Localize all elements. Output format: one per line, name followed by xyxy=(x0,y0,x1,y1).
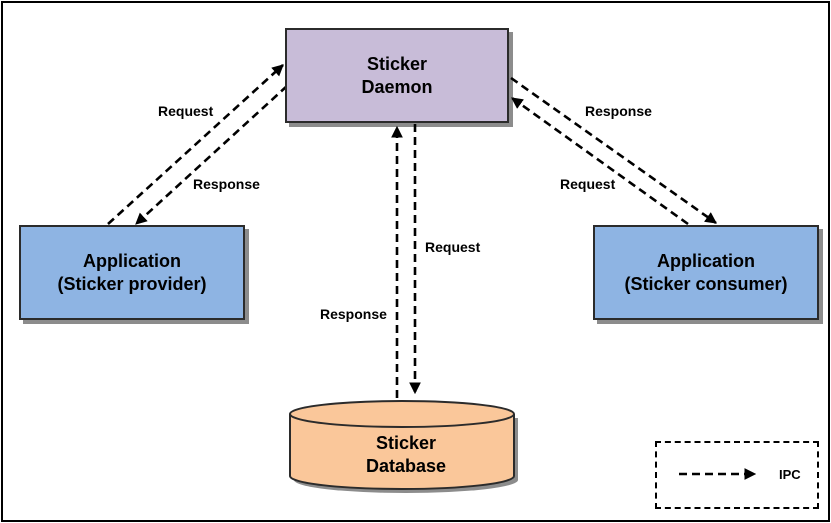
consumer-title-line2: (Sticker consumer) xyxy=(624,273,788,294)
database-title-line2: Database xyxy=(365,456,447,476)
consumer-request-label: Request xyxy=(560,176,616,192)
database-cylinder-body xyxy=(289,414,515,490)
consumer-response-label: Response xyxy=(585,103,652,119)
provider-title-line1: Application xyxy=(83,250,181,271)
db-request-label: Request xyxy=(425,239,481,255)
database-title-line1: Sticker xyxy=(375,433,437,453)
daemon-title-line2: Daemon xyxy=(361,76,433,97)
provider-response-arrow xyxy=(135,85,288,225)
consumer-request-arrow xyxy=(511,96,689,226)
provider-request-arrow xyxy=(107,64,284,225)
ipc-legend-arrow xyxy=(679,468,757,480)
provider-request-label: Request xyxy=(158,103,214,119)
database-label: Sticker Database xyxy=(288,432,524,478)
db-response-label: Response xyxy=(320,306,387,322)
sticker-daemon-node: Sticker Daemon xyxy=(285,28,509,123)
provider-title-line2: (Sticker provider) xyxy=(57,273,207,294)
daemon-title-line1: Sticker xyxy=(366,53,428,74)
legend-ipc-label: IPC xyxy=(779,467,801,482)
sticker-provider-node: Application (Sticker provider) xyxy=(19,225,245,320)
database-cylinder-top xyxy=(289,400,515,428)
legend-box: IPC xyxy=(655,441,819,509)
consumer-title-line1: Application xyxy=(657,250,755,271)
consumer-response-arrow xyxy=(510,76,717,225)
sticker-database-node xyxy=(289,400,518,493)
sticker-consumer-node: Application (Sticker consumer) xyxy=(593,225,819,320)
provider-response-label: Response xyxy=(193,176,260,192)
